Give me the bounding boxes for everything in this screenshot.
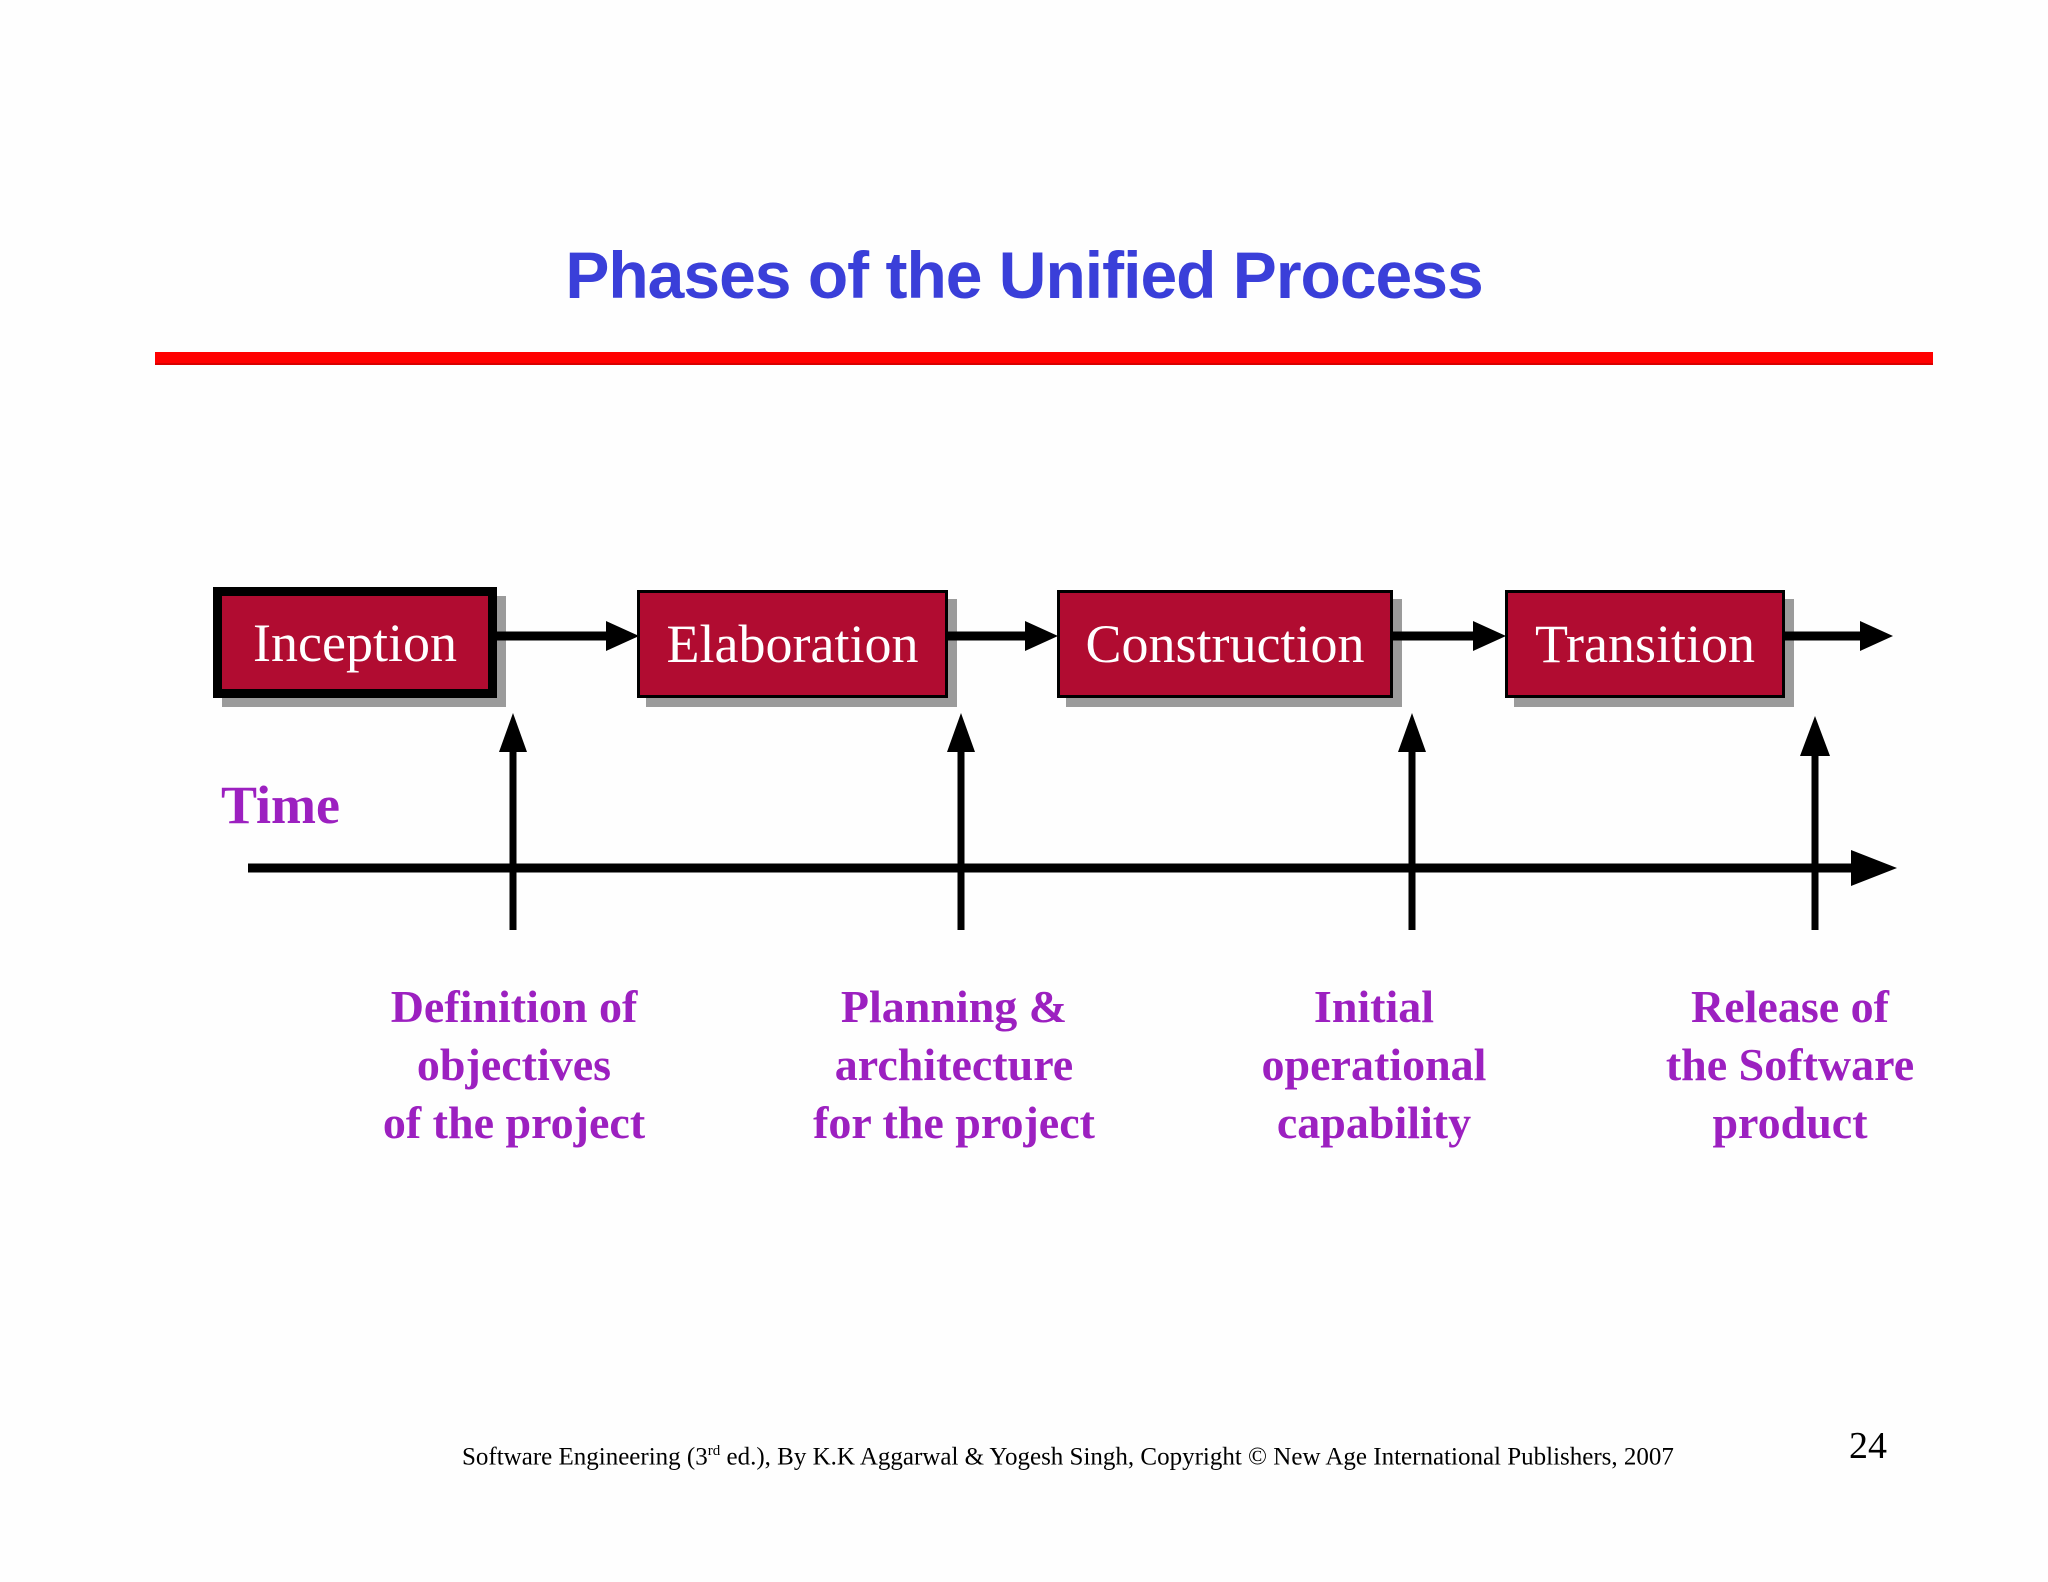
phase-box-elaboration: Elaboration <box>637 590 948 698</box>
time-axis-arrow <box>248 850 1897 886</box>
phase-box-transition: Transition <box>1505 590 1785 698</box>
phase-label-elaboration: Elaboration <box>666 614 919 674</box>
connector-arrow-inception-elaboration <box>497 621 639 651</box>
phase-label-transition: Transition <box>1534 614 1756 674</box>
footer-citation-part2: ed.), By K.K Aggarwal & Yogesh Singh, Co… <box>720 1443 1674 1471</box>
page-title: Phases of the Unified Process <box>565 238 1483 312</box>
milestone-arrow-1 <box>499 713 527 930</box>
phase-label-construction: Construction <box>1085 614 1365 674</box>
footer-citation-superscript: rd <box>707 1443 721 1459</box>
milestone-arrow-2 <box>947 713 975 930</box>
milestone-label-release: Release of the Software product <box>1665 981 1915 1148</box>
footer-citation: Software Engineering (3rd ed.), By K.K A… <box>462 1443 1674 1471</box>
milestone-arrow-3 <box>1398 713 1426 930</box>
milestone-arrow-4 <box>1800 716 1830 930</box>
milestone-label-planning: Planning & architecture for the project <box>813 981 1095 1148</box>
phase-label-inception: Inception <box>253 612 457 673</box>
connector-arrow-elaboration-construction <box>948 621 1058 651</box>
phase-box-inception: Inception <box>213 587 497 698</box>
connector-arrow-construction-transition <box>1393 621 1506 651</box>
footer-citation-part1: Software Engineering (3 <box>462 1443 708 1471</box>
phase-box-construction: Construction <box>1057 590 1393 698</box>
time-axis-label: Time <box>221 775 340 835</box>
milestone-label-definition: Definition of objectives of the project <box>382 981 646 1148</box>
connector-arrow-transition-out <box>1785 621 1893 651</box>
title-divider-rule <box>155 352 1933 365</box>
milestone-label-initial-capability: Initial operational capability <box>1261 981 1487 1148</box>
page-number: 24 <box>1849 1425 1887 1467</box>
